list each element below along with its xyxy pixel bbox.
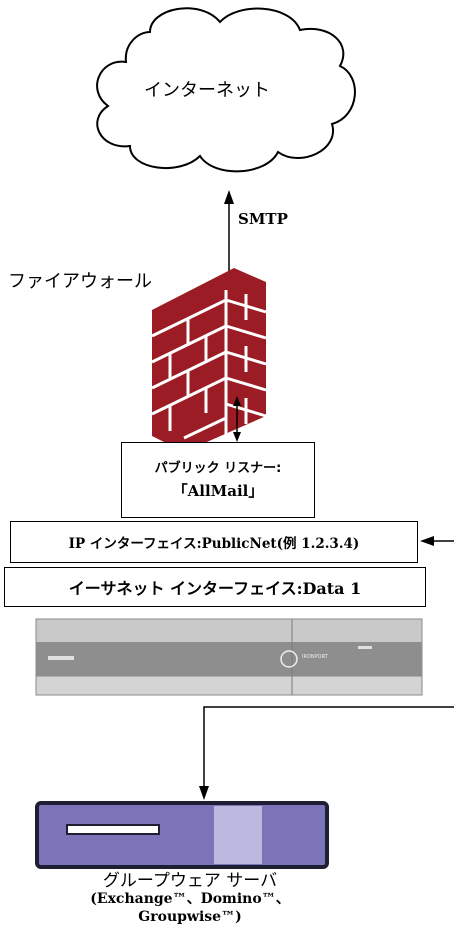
appliance-brand: IRONPORT xyxy=(302,654,328,660)
firewall-icon xyxy=(151,268,267,452)
groupware-line3: Groupwise™) xyxy=(138,909,242,925)
groupware-label: グループウェア サーバ (Exchange™、Domino™、 Groupwis… xyxy=(80,872,300,926)
listener-box: パブリック リスナー: 「AllMail」 xyxy=(121,442,315,518)
groupware-line2: (Exchange™、Domino™、 xyxy=(90,891,290,907)
groupware-server-icon xyxy=(35,801,329,869)
listener-line1: パブリック リスナー: xyxy=(154,461,282,476)
appliance-icon xyxy=(35,618,423,696)
ethernet-interface-label: イーサネット インターフェイス:Data 1 xyxy=(68,579,362,598)
ip-interface-box: IP インターフェイス:PublicNet(例 1.2.3.4) xyxy=(10,521,418,563)
groupware-line1: グループウェア サーバ xyxy=(102,871,278,891)
groupware-arrow xyxy=(199,706,454,800)
ethernet-interface-box: イーサネット インターフェイス:Data 1 xyxy=(4,567,426,607)
listener-line2: 「AllMail」 xyxy=(172,482,264,500)
firewall-listener-arrow xyxy=(233,396,241,442)
external-arrow xyxy=(420,536,454,546)
cloud-shape xyxy=(96,7,356,173)
protocol-label: SMTP xyxy=(238,210,288,228)
cloud-label: インターネット xyxy=(144,80,270,101)
ip-interface-label: IP インターフェイス:PublicNet(例 1.2.3.4) xyxy=(68,536,360,552)
firewall-label: ファイアウォール xyxy=(8,271,152,292)
